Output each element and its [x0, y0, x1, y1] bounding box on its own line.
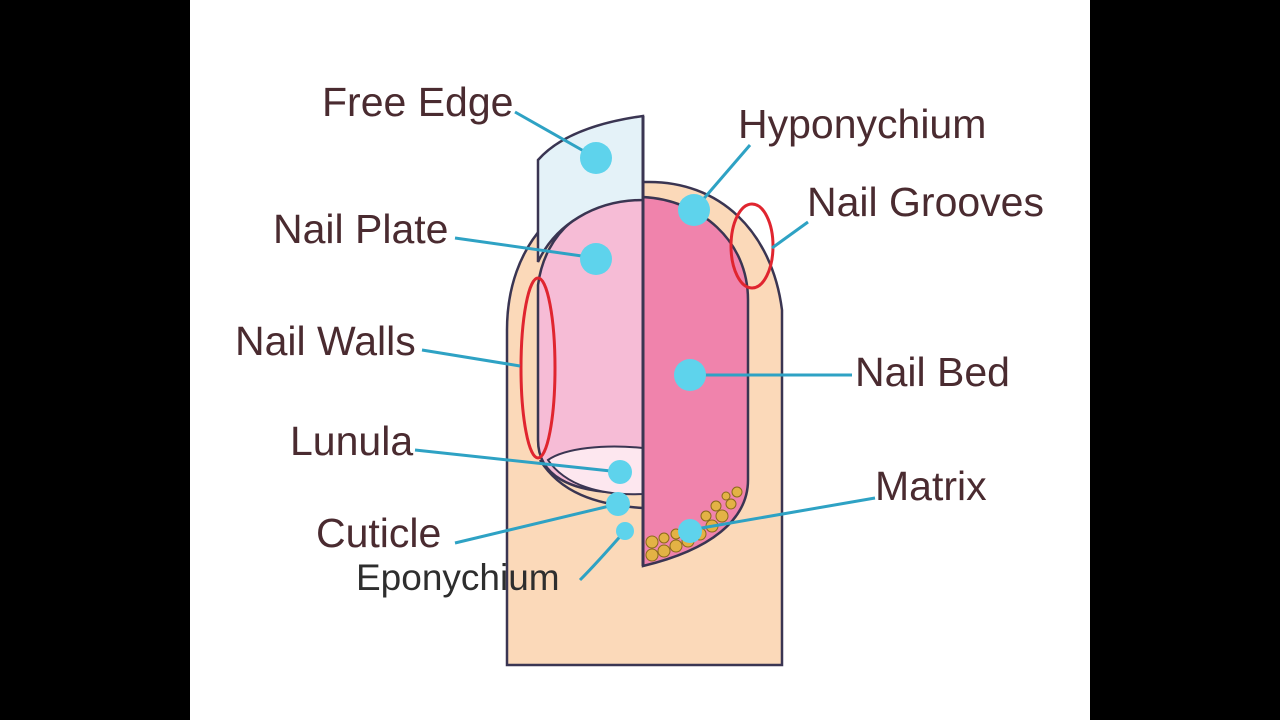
nail-plate-marker — [580, 243, 612, 275]
nail-walls-leader — [421, 348, 521, 368]
nail-walls-ring — [519, 276, 557, 460]
cuticle-marker — [606, 492, 630, 516]
label-hyponychium: Hyponychium — [738, 101, 986, 147]
label-nail-grooves: Nail Grooves — [807, 179, 1044, 225]
nail-grooves-leader — [771, 220, 809, 250]
label-lunula: Lunula — [290, 418, 413, 464]
cuticle-leader — [454, 502, 619, 545]
label-matrix: Matrix — [875, 463, 987, 509]
free-edge-marker — [580, 142, 612, 174]
nail-plate-leader — [454, 236, 597, 260]
label-eponychium: Eponychium — [356, 557, 560, 598]
label-nail-bed: Nail Bed — [855, 349, 1010, 395]
lunula-leader — [414, 448, 621, 474]
eponychium-marker — [616, 522, 634, 540]
label-cuticle: Cuticle — [316, 510, 441, 556]
lunula-marker — [608, 460, 632, 484]
label-nail-walls: Nail Walls — [235, 318, 416, 364]
label-nail-plate: Nail Plate — [273, 206, 448, 252]
hyponychium-marker — [678, 194, 710, 226]
nail-bed-marker — [674, 359, 706, 391]
matrix-leader — [689, 496, 876, 532]
label-free-edge: Free Edge — [322, 79, 513, 125]
matrix-marker — [678, 519, 702, 543]
